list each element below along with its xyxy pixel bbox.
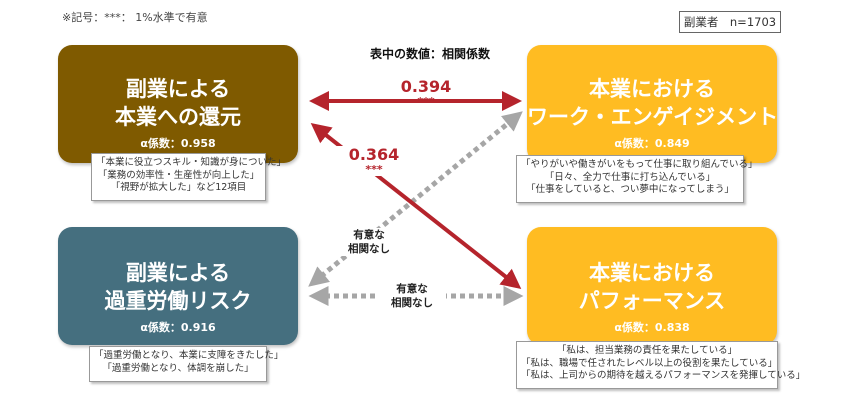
- box-title: 副業による 過重労働リスク: [104, 261, 252, 313]
- box-title: 副業による 本業への還元: [115, 77, 241, 129]
- label-risk-performance: 有意な 相関なし: [378, 282, 446, 310]
- box-performance: 本業における パフォーマンス α係数：0.838: [527, 227, 777, 345]
- box-work-engagement: 本業における ワーク・エンゲイジメント α係数：0.849: [527, 45, 779, 163]
- link-risk-engagement: [308, 111, 523, 287]
- items-side-job-return: 「本業に役立つスキル・知識が身についた」 「業務の効率性・生産性が向上した」 「…: [91, 153, 286, 201]
- sig-return-performance: ***: [365, 163, 383, 176]
- label-risk-engagement: 有意な 相関なし: [336, 228, 402, 256]
- items-performance: 「私は、担当業務の責任を果たしている」 「私は、職場で任されたレベル以上の役割を…: [516, 341, 805, 389]
- sig-return-engagement: ***: [417, 95, 435, 108]
- alpha-coefficient: α係数：0.958: [140, 137, 216, 150]
- box-title: 本業における ワーク・エンゲイジメント: [527, 77, 779, 129]
- label-return-engagement: 0.394 ***: [386, 78, 466, 108]
- coef-return-performance: 0.364: [348, 145, 400, 164]
- items-overwork-risk: 「過重労働となり、本業に支障をきたした」 「過重労働となり、体調を崩した」: [89, 346, 283, 382]
- alpha-coefficient: α係数：0.849: [614, 137, 690, 150]
- box-side-job-return: 副業による 本業への還元 α係数：0.958: [58, 45, 298, 163]
- items-work-engagement: 「やりがいや働きがいをもって仕事に取り組んでいる」 「日々、全力で仕事に打ち込ん…: [516, 155, 758, 203]
- diagram-caption: 表中の数値：相関係数: [369, 47, 490, 61]
- alpha-coefficient: α係数：0.838: [614, 321, 690, 334]
- box-title: 本業における パフォーマンス: [578, 261, 726, 313]
- alpha-coefficient: α係数：0.916: [140, 321, 216, 334]
- label-return-performance: 0.364 ***: [334, 146, 414, 176]
- sample-size-box: 副業者 n=1703: [679, 11, 781, 33]
- significance-note: ※記号：***： 1%水準で有意: [62, 11, 208, 24]
- box-overwork-risk: 副業による 過重労働リスク α係数：0.916: [58, 227, 298, 345]
- coef-return-engagement: 0.394: [400, 77, 452, 96]
